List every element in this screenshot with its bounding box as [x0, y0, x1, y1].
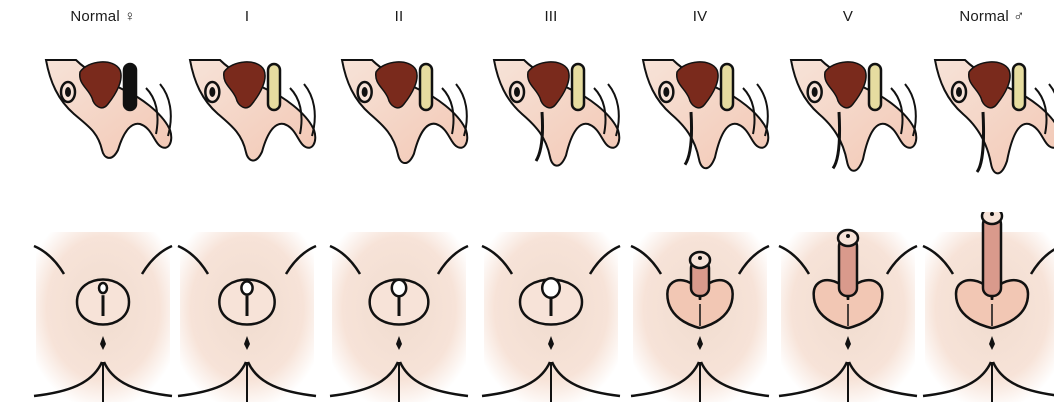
stage-label-ii: II: [324, 8, 474, 25]
urethral-orifice: [514, 87, 520, 97]
sagittal-view-iv: [625, 42, 775, 182]
sagittal-drawing: [791, 60, 916, 171]
external-drawing: [34, 232, 172, 402]
meatus-dot: [698, 256, 702, 260]
external-view-v: [773, 212, 923, 412]
rectum-shape: [869, 64, 881, 110]
sagittal-drawing: [935, 60, 1054, 173]
sagittal-view-normal-female: [28, 42, 178, 182]
clitoris-shape: [99, 283, 107, 293]
sagittal-view-ii: [324, 42, 474, 182]
clitoris-shape: [542, 278, 560, 298]
external-drawing: [482, 232, 620, 402]
sagittal-drawing: [342, 60, 467, 163]
external-drawing: [923, 212, 1054, 402]
external-drawing: [631, 232, 769, 402]
external-view-ii: [324, 212, 474, 412]
external-view-iii: [476, 212, 626, 412]
penis-shaft: [983, 216, 1001, 296]
stage-label-i: I: [172, 8, 322, 25]
external-view-i: [172, 212, 322, 412]
sagittal-drawing: [46, 60, 171, 158]
rectum-shape: [268, 64, 280, 110]
stage-label-v: V: [773, 8, 923, 25]
sagittal-view-i: [172, 42, 322, 182]
sagittal-view-normal-male: [917, 42, 1054, 182]
external-drawing: [330, 232, 468, 402]
urethral-orifice: [956, 87, 962, 97]
external-view-normal-male: [917, 212, 1054, 412]
sagittal-view-v: [773, 42, 923, 182]
urethral-orifice: [362, 87, 368, 97]
external-drawing: [178, 232, 316, 402]
stage-label-normal-female: Normal ♀: [28, 8, 178, 25]
urethral-orifice: [65, 87, 71, 97]
stage-label-normal-male: Normal ♂: [917, 8, 1054, 25]
sagittal-drawing: [643, 60, 768, 168]
sagittal-view-iii: [476, 42, 626, 182]
meatus-dot: [846, 234, 850, 238]
urethral-orifice: [812, 87, 818, 97]
clitoris-shape: [392, 280, 406, 296]
rectum-shape: [721, 64, 733, 110]
external-view-normal-female: [28, 212, 178, 412]
rectum-shape: [420, 64, 432, 110]
rectum-shape: [1013, 64, 1025, 110]
stage-label-iv: IV: [625, 8, 775, 25]
external-drawing: [779, 230, 917, 402]
meatus-dot: [990, 212, 994, 216]
rectum-shape: [572, 64, 584, 110]
urethral-orifice: [209, 87, 215, 97]
sagittal-drawing: [190, 60, 315, 160]
urethral-orifice: [663, 87, 669, 97]
rectum-shape: [124, 64, 136, 110]
clitoris-shape: [241, 281, 252, 294]
stage-label-iii: III: [476, 8, 626, 25]
sagittal-drawing: [494, 60, 619, 166]
external-view-iv: [625, 212, 775, 412]
